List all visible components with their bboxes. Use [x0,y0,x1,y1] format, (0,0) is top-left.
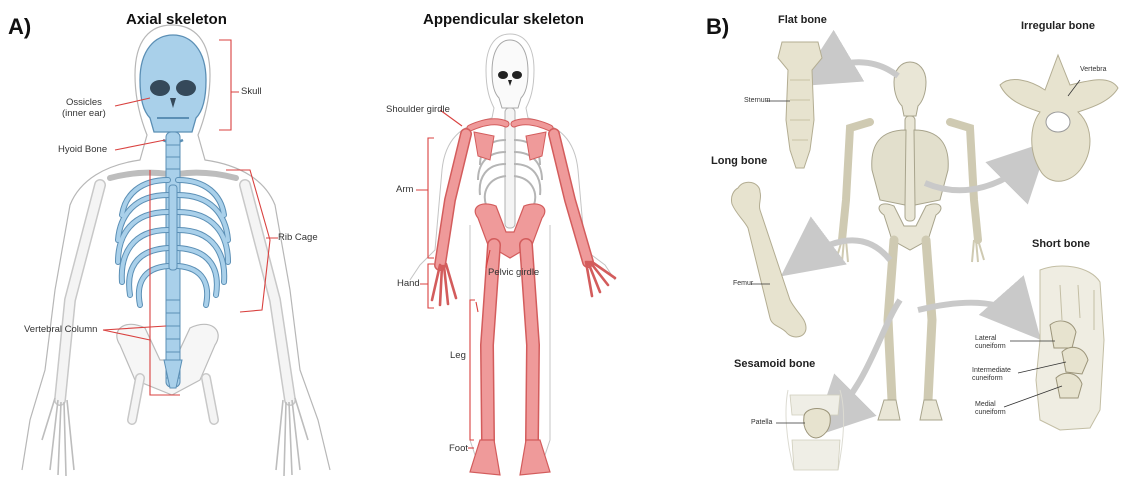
label-arm: Arm [396,184,413,195]
panel-b-letter: B) [706,14,729,40]
foot-cuneiform-illustration [1004,266,1104,430]
label-hand: Hand [397,278,420,289]
axial-skeleton-figure [22,25,330,476]
sternum-illustration [766,42,822,168]
appendicular-skeleton-title: Appendicular skeleton [423,11,584,28]
panel-a-letter: A) [8,14,31,40]
appendicular-skeleton-figure [410,34,615,475]
label-lateral-cuneiform: Lateral cuneiform [975,335,1006,351]
label-vertebral-column: Vertebral Column [24,324,97,335]
irregular-bone-title: Irregular bone [1021,20,1095,32]
label-vertebra: Vertebra [1080,66,1106,74]
label-patella: Patella [751,419,772,427]
label-hyoid-bone: Hyoid Bone [58,144,107,155]
label-intermediate-cuneiform: Intermediate cuneiform [972,367,1011,383]
label-rib-cage: Rib Cage [278,232,318,243]
label-ossicles: Ossicles (inner ear) [62,97,106,119]
label-intermediate-line2: cuneiform [972,375,1011,383]
label-ossicles-line1: Ossicles [62,97,106,108]
label-sternum: Sternum [744,97,770,105]
label-foot: Foot [449,443,468,454]
label-femur: Femur [733,280,753,288]
long-bone-title: Long bone [711,155,767,167]
label-medial-line1: Medial [975,401,1006,409]
label-shoulder-girdle: Shoulder girdle [386,104,450,115]
flat-bone-title: Flat bone [778,14,827,26]
label-lateral-line2: cuneiform [975,343,1006,351]
short-bone-title: Short bone [1032,238,1090,250]
label-medial-line2: cuneiform [975,409,1006,417]
femur-illustration [731,182,806,337]
label-skull: Skull [241,86,262,97]
label-medial-cuneiform: Medial cuneiform [975,401,1006,417]
patella-illustration [776,390,844,470]
label-intermediate-line1: Intermediate [972,367,1011,375]
sesamoid-bone-title: Sesamoid bone [734,358,815,370]
axial-skeleton-title: Axial skeleton [126,11,227,28]
label-lateral-line1: Lateral [975,335,1006,343]
label-leg: Leg [450,350,466,361]
appendicular-pointer-lines [416,110,490,448]
label-ossicles-line2: (inner ear) [62,108,106,119]
label-pelvic-girdle: Pelvic girdle [488,267,539,278]
